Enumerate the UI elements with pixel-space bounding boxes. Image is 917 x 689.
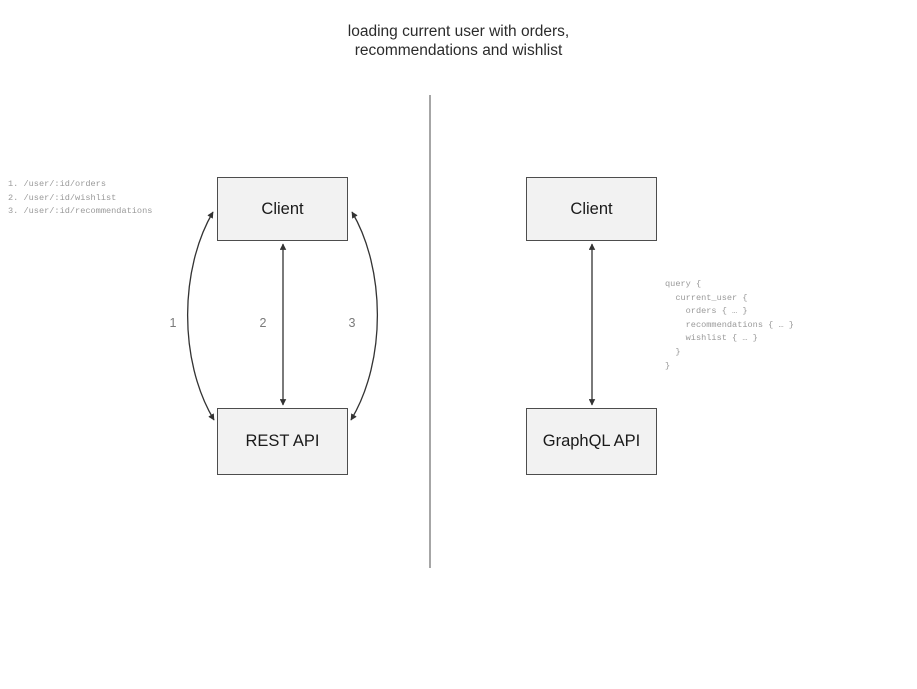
rest-endpoints-annotation: 1. /user/:id/orders 2. /user/:id/wishlis… [8, 179, 153, 217]
page-title: loading current user with orders, recomm… [347, 23, 570, 59]
graphql-query-annotation: query { current_user { orders { … } reco… [665, 279, 794, 371]
edge-3-curve [350, 211, 379, 421]
node-graphql-api[interactable]: GraphQL API [526, 408, 657, 475]
edge-1-curve [186, 211, 215, 421]
edge-label-1: 1 [169, 316, 177, 330]
node-client-graphql[interactable]: Client [526, 177, 657, 241]
node-rest-api[interactable]: REST API [217, 408, 348, 475]
node-client-rest[interactable]: Client [217, 177, 348, 241]
edge-label-3: 3 [348, 316, 356, 330]
edge-label-2: 2 [259, 316, 267, 330]
